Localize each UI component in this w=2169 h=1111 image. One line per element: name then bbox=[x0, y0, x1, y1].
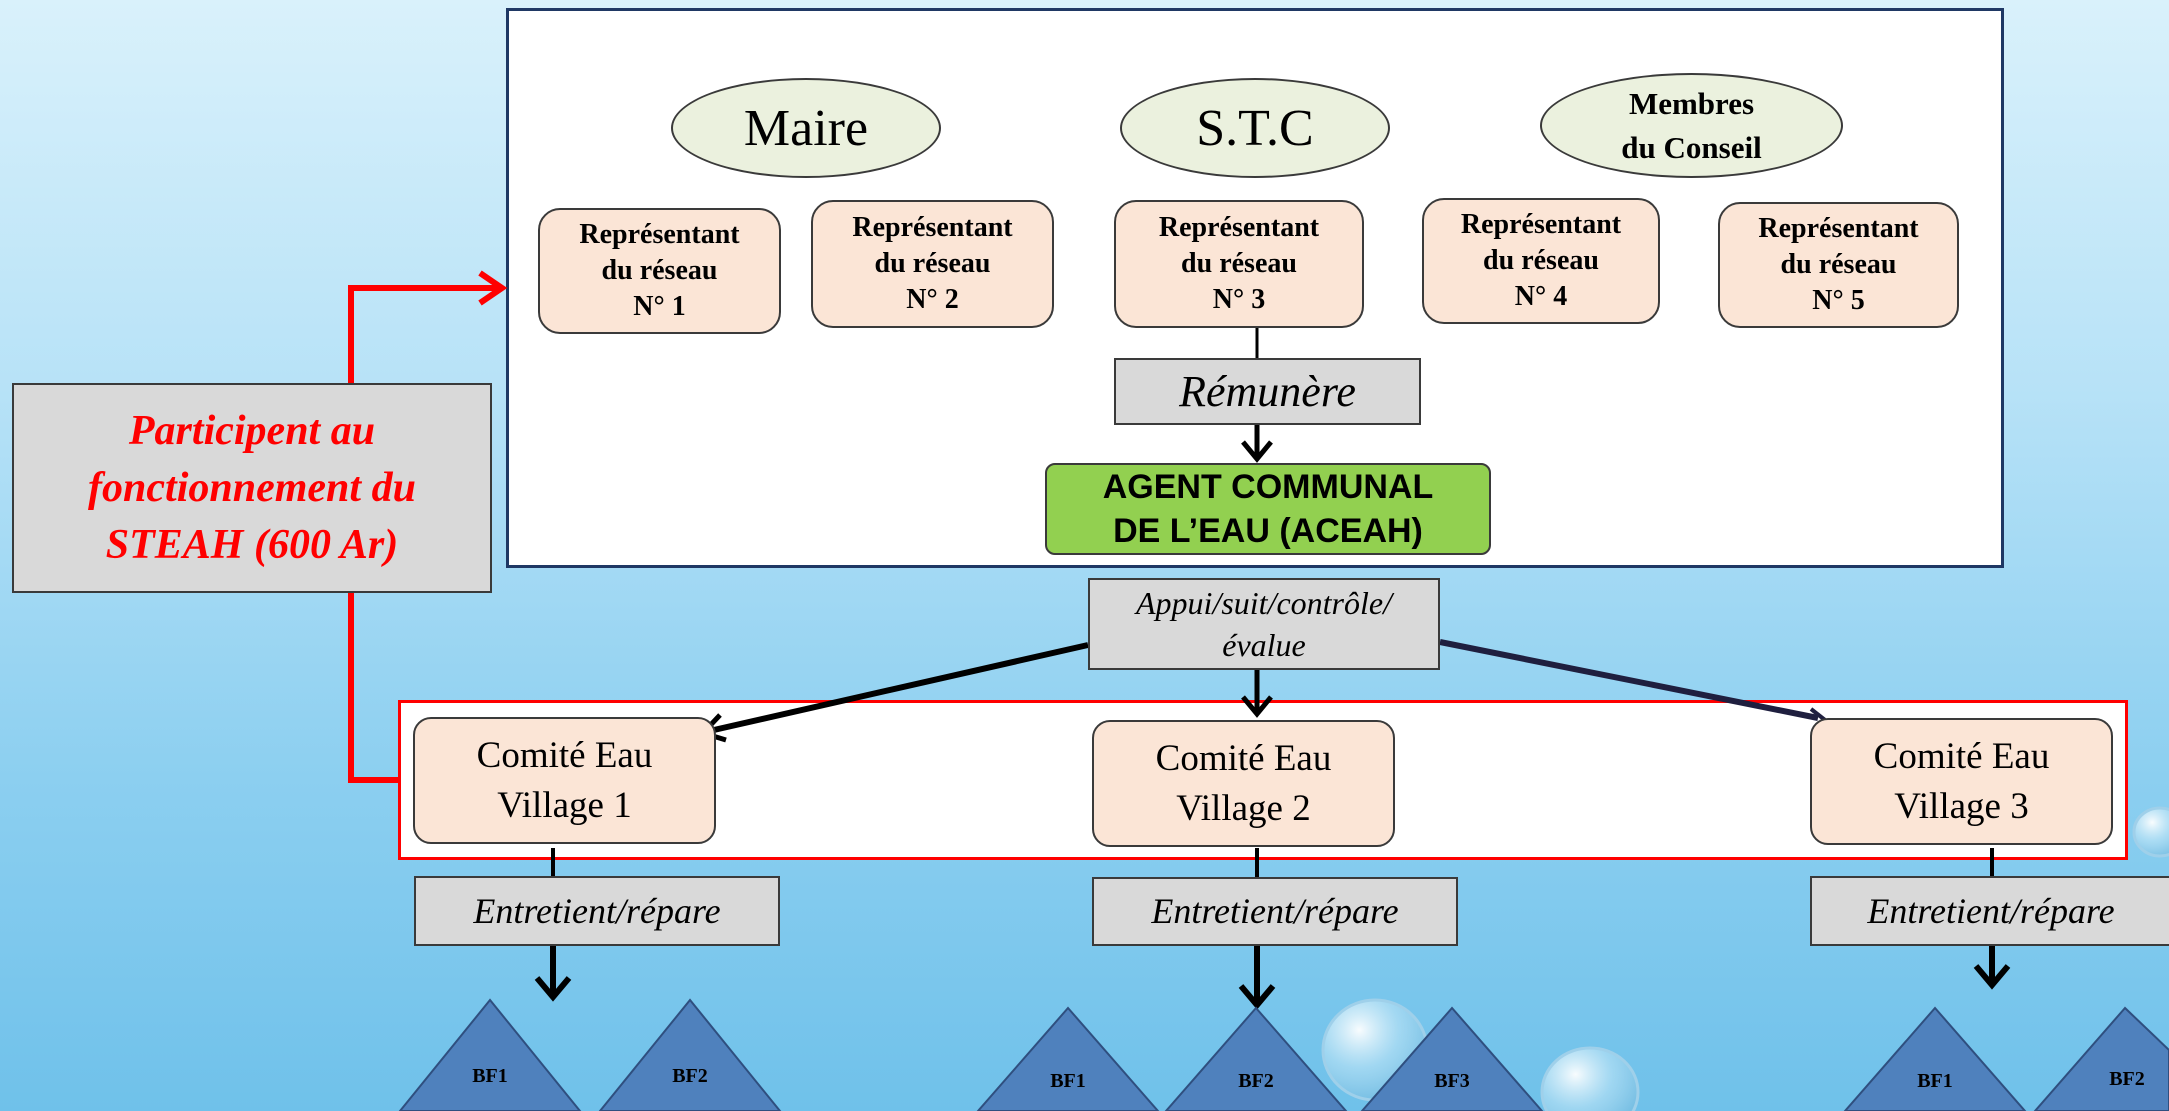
participent-line3: STEAH (600 Ar) bbox=[105, 521, 399, 568]
entretient-box-3: Entretient/répare bbox=[1810, 876, 2169, 946]
borne-triangle-v3-1 bbox=[1843, 1006, 2027, 1111]
arrowhead bbox=[1241, 695, 1273, 718]
comite-village-1: Comité Eau Village 1 bbox=[413, 717, 716, 844]
representative-subtitle: du réseau bbox=[601, 255, 718, 286]
borne-label: BF1 bbox=[1917, 1070, 1953, 1092]
participent-line2: fonctionnement du bbox=[88, 464, 416, 511]
remunere-label: Rémunère bbox=[1179, 367, 1356, 416]
entretient-label: Entretient/répare bbox=[1867, 891, 2115, 931]
entretient-label: Entretient/répare bbox=[473, 891, 721, 931]
appui-label-box: Appui/suit/contrôle/ évalue bbox=[1088, 578, 1440, 670]
representative-title: Représentant bbox=[852, 212, 1013, 243]
representative-number: N° 1 bbox=[633, 291, 686, 322]
representative-title: Représentant bbox=[579, 219, 740, 250]
water-drop bbox=[2132, 806, 2169, 858]
comite-village-2: Comité Eau Village 2 bbox=[1092, 720, 1395, 847]
representative-title: Représentant bbox=[1758, 213, 1919, 244]
representative-number: N° 5 bbox=[1812, 285, 1865, 316]
borne-triangle-v2-2 bbox=[1164, 1006, 1348, 1111]
participation-arrow-up bbox=[348, 285, 500, 383]
agent-title-line1: AGENT COMMUNAL bbox=[1102, 468, 1434, 506]
representative-box-3: Représentant du réseau N° 3 bbox=[1114, 200, 1364, 328]
appui-label-line1: Appui/suit/contrôle/ bbox=[1136, 585, 1392, 621]
comite-village-3: Comité Eau Village 3 bbox=[1810, 718, 2113, 845]
agent-communal-box: AGENT COMMUNAL DE L’EAU (ACEAH) bbox=[1045, 463, 1491, 555]
participation-line-down bbox=[348, 593, 398, 783]
participation-arrowhead bbox=[478, 270, 508, 306]
remunere-label-box: Rémunère bbox=[1114, 358, 1421, 425]
agent-title-line2: DE L’EAU (ACEAH) bbox=[1113, 512, 1423, 550]
comite-title: Comité Eau bbox=[476, 734, 653, 776]
comite-title: Comité Eau bbox=[1873, 735, 2050, 777]
representative-box-2: Représentant du réseau N° 2 bbox=[811, 200, 1054, 328]
comite-village: Village 2 bbox=[1176, 787, 1311, 829]
comite-village: Village 3 bbox=[1894, 785, 2029, 827]
arrow-appui-village3 bbox=[1439, 639, 1819, 721]
borne-triangle-v1-1 bbox=[398, 998, 582, 1111]
arrowhead bbox=[1973, 964, 2011, 990]
entretient-box-1: Entretient/répare bbox=[414, 876, 780, 946]
maire-label: Maire bbox=[743, 99, 869, 157]
arrowhead bbox=[1238, 984, 1276, 1010]
borne-label: BF2 bbox=[2109, 1068, 2145, 1090]
representative-title: Représentant bbox=[1158, 212, 1320, 243]
representative-title: Représentant bbox=[1460, 209, 1622, 240]
representative-box-5: Représentant du réseau N° 5 bbox=[1718, 202, 1959, 328]
entretient-box-2: Entretient/répare bbox=[1092, 877, 1458, 946]
membres-conseil-ellipse: Membres du Conseil bbox=[1540, 73, 1843, 178]
representative-box-1: Représentant du réseau N° 1 bbox=[538, 208, 781, 334]
participent-box: Participent au fonctionnement du STEAH (… bbox=[12, 383, 492, 593]
borne-triangle-v1-2 bbox=[598, 998, 782, 1111]
representative-subtitle: du réseau bbox=[1181, 248, 1297, 279]
stc-label: S.T.C bbox=[1196, 99, 1314, 157]
representative-number: N° 3 bbox=[1212, 284, 1266, 315]
appui-label-line2: évalue bbox=[1222, 627, 1306, 663]
representative-box-4: Représentant du réseau N° 4 bbox=[1422, 198, 1660, 324]
membres-label-line1: Membres bbox=[1628, 86, 1755, 122]
representative-number: N° 2 bbox=[906, 284, 959, 315]
borne-triangle-v2-3 bbox=[1360, 1006, 1544, 1111]
entretient-label: Entretient/répare bbox=[1151, 891, 1399, 931]
borne-label: BF1 bbox=[1050, 1070, 1086, 1092]
borne-triangle-v3-2 bbox=[2033, 1006, 2169, 1111]
comite-village: Village 1 bbox=[497, 784, 632, 826]
representative-subtitle: du réseau bbox=[1483, 245, 1599, 276]
stc-ellipse: S.T.C bbox=[1120, 78, 1390, 178]
arrowhead bbox=[534, 976, 572, 1002]
arrow-appui-village1 bbox=[704, 642, 1089, 735]
borne-label: BF1 bbox=[472, 1065, 508, 1087]
maire-ellipse: Maire bbox=[671, 78, 941, 178]
borne-label: BF3 bbox=[1434, 1070, 1470, 1092]
representative-subtitle: du réseau bbox=[874, 248, 991, 279]
membres-label-line2: du Conseil bbox=[1621, 129, 1762, 165]
borne-label: BF2 bbox=[672, 1065, 708, 1087]
representative-subtitle: du réseau bbox=[1780, 249, 1897, 280]
participent-line1: Participent au bbox=[128, 407, 376, 454]
comite-title: Comité Eau bbox=[1155, 737, 1332, 779]
representative-number: N° 4 bbox=[1514, 281, 1568, 312]
borne-triangle-v2-1 bbox=[976, 1006, 1160, 1111]
water-drop bbox=[1540, 1046, 1640, 1111]
arrowhead bbox=[1241, 440, 1273, 463]
borne-label: BF2 bbox=[1238, 1070, 1274, 1092]
